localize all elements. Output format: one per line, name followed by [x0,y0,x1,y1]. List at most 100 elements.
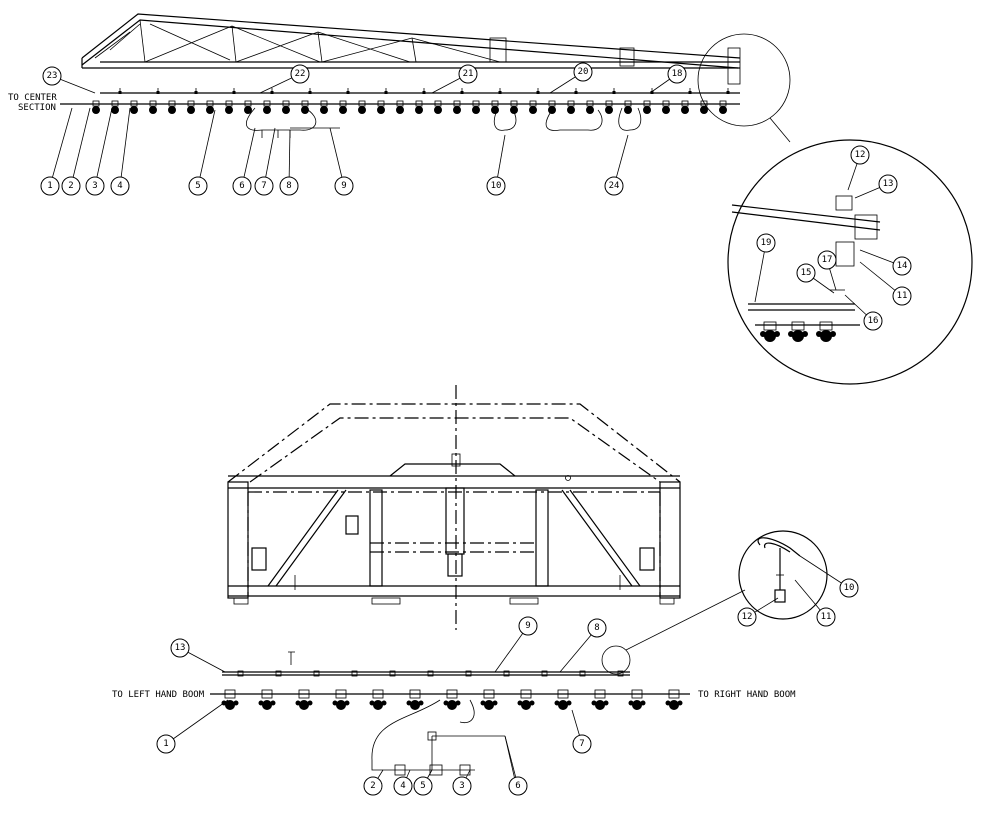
nozzle-icon [282,100,290,114]
callout-number: 13 [175,643,186,653]
nozzle-icon [788,321,808,342]
nozzle-icon [406,689,424,710]
nozzle-icon [332,689,350,710]
nozzle-icon [719,100,727,114]
to-right-hand-boom-label: TO RIGHT HAND BOOM [698,690,796,700]
upper-boom-callout-23: 23 [42,66,62,86]
nozzle-icon [554,689,572,710]
detail-top-callout-16: 16 [863,311,883,331]
nozzle-icon [517,689,535,710]
nozzle-icon [816,321,836,342]
callout-number: 16 [868,316,879,326]
leader-line [559,627,598,673]
detail-bottom-callout-11: 11 [816,607,836,627]
callout-number: 18 [672,69,683,79]
nozzle-icon [605,100,613,114]
leader-line [94,107,113,187]
nozzle-icon [377,100,385,114]
callout-number: 14 [897,261,908,271]
center-section-callout-4: 4 [393,776,413,796]
center-section-callout-13: 13 [170,638,190,658]
callout-number: 24 [609,181,620,191]
callout-number: 1 [47,181,52,191]
callout-number: 22 [295,69,306,79]
callout-number: 11 [897,291,908,301]
callout-number: 20 [578,67,589,77]
callout-number: 4 [117,181,122,191]
nozzle-icon [491,100,499,114]
nozzle-icon [320,100,328,114]
leader-line [329,127,345,187]
leader-line [754,242,767,303]
center-section-callout-7: 7 [572,734,592,754]
callout-number: 5 [195,181,200,191]
callout-number: 17 [822,255,833,265]
nozzle-icon [111,100,119,114]
nozzle-icon [301,100,309,114]
nozzle-icon [662,100,670,114]
nozzle-icon [130,100,138,114]
center-section-callout-8: 8 [587,618,607,638]
callout-number: 7 [579,739,584,749]
leader-line [49,107,73,187]
leader-line [799,555,850,589]
nozzle-icon [665,689,683,710]
center-section-callout-6: 6 [508,776,528,796]
nozzle-icon [443,689,461,710]
callout-number: 21 [463,69,474,79]
callout-number: 3 [459,781,464,791]
callout-number: 8 [594,623,599,633]
callout-number: 12 [855,150,866,160]
nozzle-icon [624,100,632,114]
leader-line [165,699,229,745]
nozzle-icon [415,100,423,114]
upper-boom-callout-4: 4 [110,176,130,196]
upper-boom-callout-24: 24 [604,176,624,196]
upper-boom-plumbing [60,88,740,114]
nozzle-icon [760,321,780,342]
nozzle-icon [586,100,594,114]
detail-top-callout-17: 17 [817,250,837,270]
center-section-callout-1: 1 [156,734,176,754]
nozzle-icon [434,100,442,114]
callout-number: 1 [163,739,168,749]
nozzle-icon [548,100,556,114]
callout-number: 10 [844,583,855,593]
to-left-hand-boom-label: TO LEFT HAND BOOM [112,690,205,700]
nozzle-icon [295,689,313,710]
center-section-frame [227,385,681,630]
callout-number: 9 [525,621,530,631]
callout-number: 6 [515,781,520,791]
detail-view-top [697,33,973,385]
upper-boom-callout-7: 7 [254,176,274,196]
nozzle-icon [681,100,689,114]
nozzle-icon [168,100,176,114]
detail-bottom-callout-12: 12 [737,607,757,627]
upper-boom-callout-22: 22 [290,64,310,84]
nozzle-icon [92,100,100,114]
boom-truss [81,13,741,85]
upper-boom-callout-18: 18 [667,64,687,84]
upper-boom-callout-9: 9 [334,176,354,196]
upper-boom-callout-2: 2 [61,176,81,196]
nozzle-icon [225,100,233,114]
nozzle-icon [339,100,347,114]
leader-line [119,107,131,187]
upper-boom-callout-3: 3 [85,176,105,196]
upper-boom-callout-6: 6 [232,176,252,196]
center-boom-plumbing [210,651,690,781]
callout-number: 11 [821,612,832,622]
upper-boom-callout-20: 20 [573,62,593,82]
callout-number: 8 [286,181,291,191]
detail-top-callout-11: 11 [892,286,912,306]
nozzle-icon [258,689,276,710]
upper-boom-callout-21: 21 [458,64,478,84]
to-center-section-label-line2: SECTION [18,103,56,113]
callout-number: 7 [261,181,266,191]
nozzle-icon [221,689,239,710]
nozzle-icon [480,689,498,710]
callout-number: 6 [239,181,244,191]
detail-bottom-callout-10: 10 [839,578,859,598]
nozzle-icon [453,100,461,114]
